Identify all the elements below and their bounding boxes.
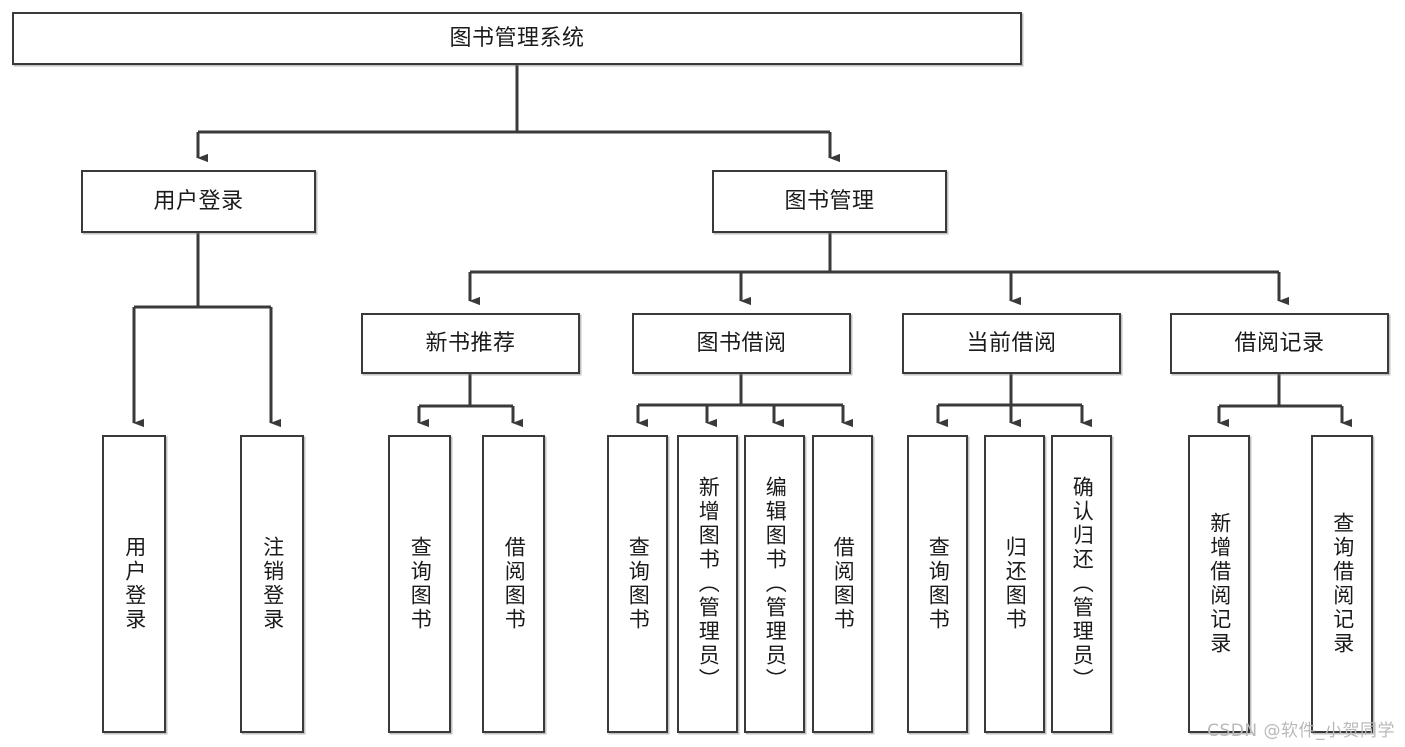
node-label: 当前借阅	[966, 330, 1057, 356]
leaf-query-book-2[interactable]: 查询图书	[607, 435, 668, 733]
node-root[interactable]: 图书管理系统	[12, 12, 1022, 65]
leaf-query-book-1[interactable]: 查询图书	[388, 435, 451, 733]
node-new-book-recommend[interactable]: 新书推荐	[361, 313, 580, 374]
node-label: 查询图书	[408, 536, 433, 632]
node-label: 注销登录	[260, 536, 285, 632]
leaf-user-login[interactable]: 用户登录	[102, 435, 166, 733]
node-label: 借阅图书	[502, 536, 527, 632]
node-label: 新增借阅记录	[1207, 512, 1232, 656]
node-label: 借阅图书	[831, 536, 856, 632]
leaf-edit-book[interactable]: 编辑图书（管理员）	[744, 435, 805, 733]
node-label: 借阅记录	[1234, 330, 1325, 356]
node-current-borrow[interactable]: 当前借阅	[902, 313, 1121, 374]
node-label: 查询借阅记录	[1330, 512, 1355, 656]
node-label: 新增图书（管理员）	[696, 476, 721, 692]
leaf-add-record[interactable]: 新增借阅记录	[1188, 435, 1250, 733]
leaf-query-record[interactable]: 查询借阅记录	[1311, 435, 1373, 733]
node-label: 图书管理	[784, 188, 875, 214]
leaf-add-book[interactable]: 新增图书（管理员）	[677, 435, 738, 733]
node-label: 归还图书	[1003, 536, 1028, 632]
leaf-borrow-book-1[interactable]: 借阅图书	[482, 435, 545, 733]
leaf-query-book-3[interactable]: 查询图书	[907, 435, 968, 733]
node-label: 用户登录	[153, 188, 244, 214]
node-user-login[interactable]: 用户登录	[81, 170, 316, 233]
node-label: 用户登录	[122, 536, 147, 632]
node-label: 新书推荐	[425, 330, 516, 356]
node-label: 确认归还（管理员）	[1070, 476, 1095, 692]
node-label: 查询图书	[926, 536, 951, 632]
node-book-borrow[interactable]: 图书借阅	[632, 313, 851, 374]
node-label: 编辑图书（管理员）	[763, 476, 788, 692]
node-book-manage[interactable]: 图书管理	[712, 170, 947, 233]
leaf-return-book[interactable]: 归还图书	[984, 435, 1045, 733]
node-label: 查询图书	[626, 536, 651, 632]
node-borrow-record[interactable]: 借阅记录	[1170, 313, 1389, 374]
node-label: 图书借阅	[696, 330, 787, 356]
leaf-confirm-return[interactable]: 确认归还（管理员）	[1051, 435, 1112, 733]
leaf-logout[interactable]: 注销登录	[240, 435, 304, 733]
leaf-borrow-book-2[interactable]: 借阅图书	[812, 435, 873, 733]
node-label: 图书管理系统	[449, 25, 585, 51]
